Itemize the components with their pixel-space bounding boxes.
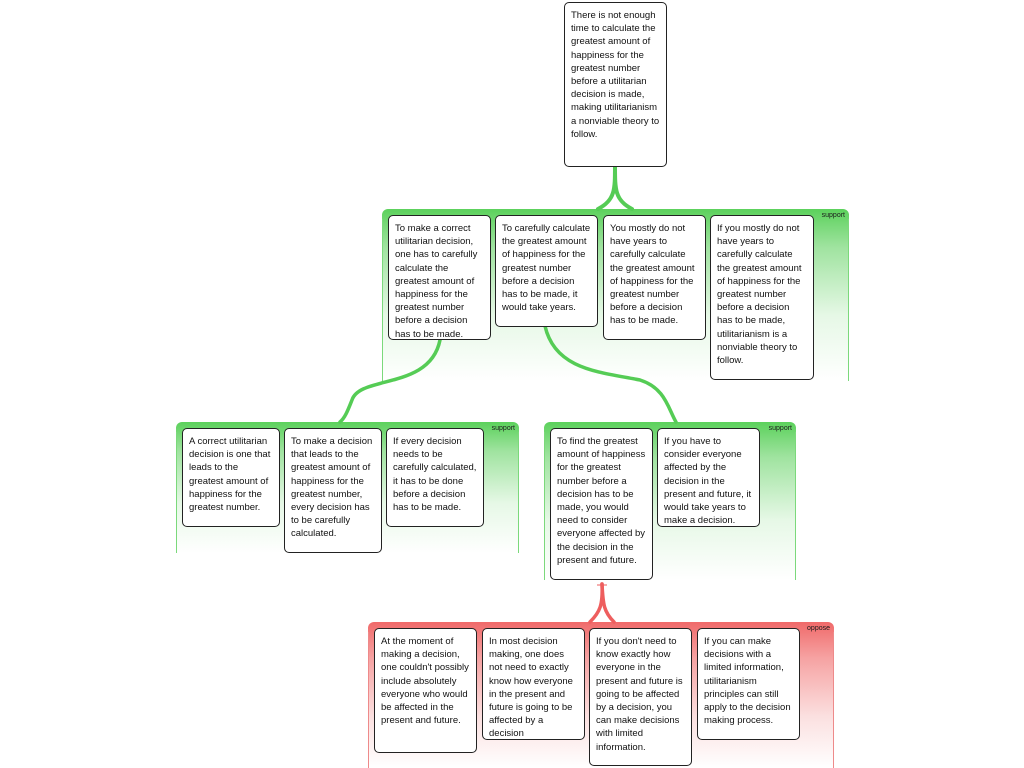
connector-top-to-left: [338, 338, 442, 424]
support-label: support: [768, 425, 792, 432]
connector-top-to-right: [543, 324, 678, 424]
support-label: support: [821, 212, 845, 219]
right-support-box-2[interactable]: If you have to consider everyone affecte…: [657, 428, 760, 527]
support-label: support: [491, 425, 515, 432]
oppose-box-3[interactable]: If you don't need to know exactly how ev…: [589, 628, 692, 766]
left-support-box-3[interactable]: If every decision needs to be carefully …: [386, 428, 484, 527]
connector-right-to-bottom: [588, 582, 604, 624]
connector-root-to-top: [596, 164, 617, 211]
left-support-box-1[interactable]: A correct utilitarian decision is one th…: [182, 428, 280, 527]
oppose-box-1[interactable]: At the moment of making a decision, one …: [374, 628, 477, 753]
top-support-box-3[interactable]: You mostly do not have years to carefull…: [603, 215, 706, 340]
top-support-box-4[interactable]: If you mostly do not have years to caref…: [710, 215, 814, 380]
oppose-label: oppose: [807, 625, 830, 632]
right-support-box-1[interactable]: To find the greatest amount of happiness…: [550, 428, 653, 580]
left-support-box-2[interactable]: To make a decision that leads to the gre…: [284, 428, 382, 553]
oppose-box-2[interactable]: In most decision making, one does not ne…: [482, 628, 585, 740]
top-support-box-1[interactable]: To make a correct utilitarian decision, …: [388, 215, 491, 340]
root-claim-box[interactable]: There is not enough time to calculate th…: [564, 2, 667, 167]
top-support-box-2[interactable]: To carefully calculate the greatest amou…: [495, 215, 598, 327]
oppose-box-4[interactable]: If you can make decisions with a limited…: [697, 628, 800, 740]
